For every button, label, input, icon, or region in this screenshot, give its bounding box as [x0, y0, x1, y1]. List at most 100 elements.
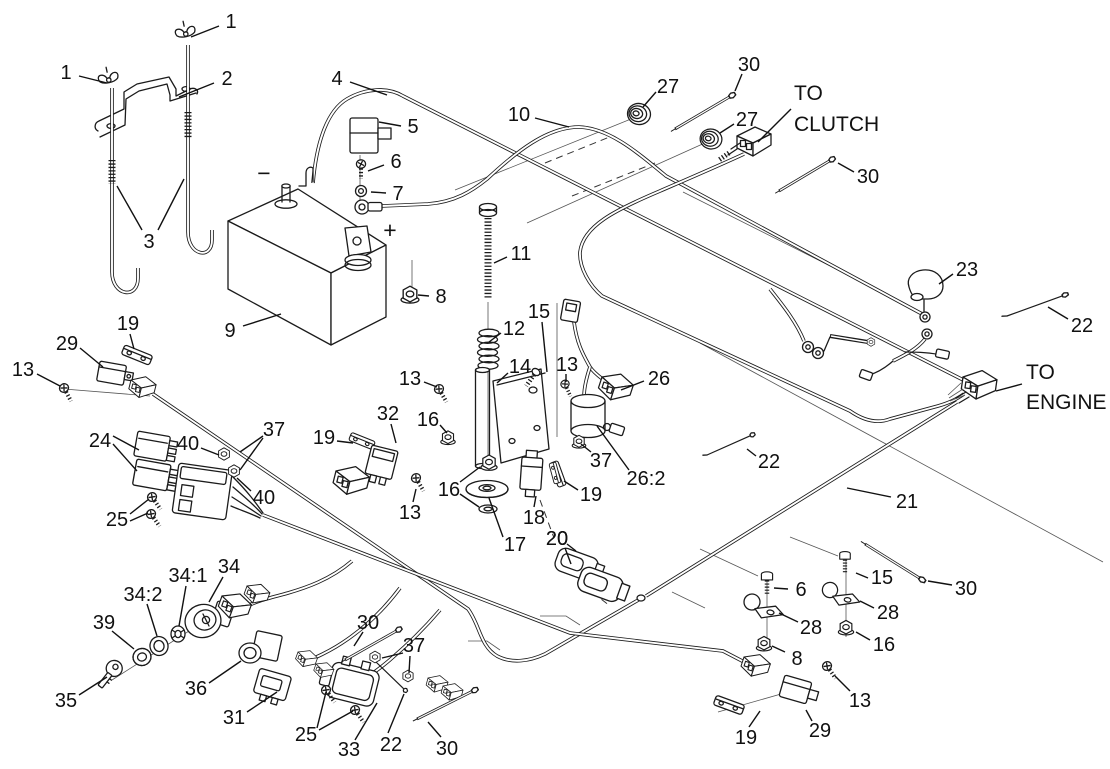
terminal-screw: [354, 157, 368, 181]
hex-bolt: [840, 552, 851, 575]
callout-leader-16: [855, 631, 871, 641]
spring: [476, 328, 500, 370]
plunger-switch: [519, 449, 544, 498]
callout-leader-13: [834, 675, 851, 692]
callout-label-26-23: 26: [648, 368, 670, 390]
callout-label-40-40: 40: [253, 487, 275, 509]
flat-washer: [149, 635, 169, 657]
callout-leader-32: [390, 423, 397, 444]
to-engine-leader: [995, 383, 1023, 392]
callout-label-10-10: 10: [508, 104, 530, 126]
callout-label-40-38: 40: [177, 433, 199, 455]
relay: [131, 458, 181, 494]
callout-leader-37: [239, 435, 264, 453]
callout-leader-18: [533, 495, 537, 508]
callout-label-13-66: 13: [849, 690, 871, 712]
engine-connector: [947, 367, 999, 404]
screw: [346, 701, 370, 727]
j-bolt: [184, 45, 214, 255]
callout-leader-37: [381, 652, 404, 659]
hex-nut: [218, 447, 230, 461]
callout-leader-40: [200, 447, 220, 456]
screw: [58, 382, 75, 403]
to-engine-label-line-1: ENGINE: [1026, 391, 1107, 414]
callout-leader-37: [239, 437, 264, 471]
battery-positive-terminal: [344, 225, 372, 272]
interlock-module: [171, 462, 233, 521]
callout-label-26:2-28: 26:2: [627, 468, 666, 490]
callout-leader-12: [488, 332, 502, 343]
callout-label-22-56: 22: [380, 734, 402, 756]
callout-label-25-41: 25: [106, 509, 128, 531]
callout-leader-13: [412, 488, 417, 503]
callout-label-30-57: 30: [436, 738, 458, 760]
callout-leader-19: [748, 710, 761, 728]
callout-label-11-17: 11: [511, 243, 532, 265]
callout-leader-29: [805, 709, 813, 722]
wing-nut: [97, 66, 120, 86]
stud-bolt: [524, 367, 541, 388]
callout-leader-33: [354, 702, 378, 741]
callout-label-22-35: 22: [758, 451, 780, 473]
callout-label-20-33: 20: [546, 528, 568, 550]
module-wire-fan: [230, 476, 264, 519]
terminal-washer: [354, 184, 368, 198]
main-harness-run: [645, 400, 958, 598]
ignition-key: [97, 659, 123, 689]
callout-leader-35: [78, 676, 108, 696]
hex-nut: [369, 650, 381, 664]
callout-label-34:2-47: 34:2: [124, 584, 163, 606]
harness-connector: [330, 461, 372, 500]
callout-leader-22: [1047, 306, 1069, 320]
terminal-symbol-layer: −+: [257, 160, 396, 243]
clutch-connector: [717, 126, 772, 163]
callout-leader-40: [236, 477, 252, 492]
to-engine-label-line-0: TO: [1026, 361, 1055, 384]
callout-label-35-49: 35: [55, 690, 77, 712]
callout-label-15-19: 15: [528, 301, 550, 323]
knurled-nut: [132, 647, 152, 667]
screw: [557, 377, 577, 400]
callout-leader-23: [938, 273, 954, 285]
callout-leader-13: [36, 373, 61, 387]
callout-leader-22: [746, 448, 757, 457]
large-washer: [465, 479, 509, 499]
callout-label-14-20: 14: [509, 356, 531, 378]
callout-label-8-61: 8: [791, 648, 802, 670]
hex-nut: [440, 430, 456, 446]
callout-leader-8: [771, 645, 786, 653]
callout-label-2-2: 2: [221, 68, 232, 90]
callout-label-13-36: 13: [399, 502, 421, 524]
callout-label-19-68: 19: [735, 727, 757, 749]
lock-ring: [170, 625, 186, 643]
callout-leader-17: [488, 497, 504, 538]
callout-label-1-1: 1: [60, 62, 71, 84]
callout-leader-6: [773, 587, 789, 590]
callout-label-1-0: 1: [225, 11, 236, 33]
callout-label-19-29: 19: [580, 484, 602, 506]
battery-polarity-symbol-0: −: [257, 160, 270, 186]
cable-tie: [772, 154, 838, 197]
callout-label-32-25: 32: [377, 403, 399, 425]
callout-label-37-39: 37: [263, 419, 285, 441]
diagram-artwork: [58, 20, 1104, 727]
callout-label-37-53: 37: [403, 635, 425, 657]
callout-label-36-50: 36: [185, 678, 207, 700]
callout-label-19-44: 19: [117, 313, 139, 335]
callout-label-30-52: 30: [357, 612, 379, 634]
callout-label-6-6: 6: [390, 151, 401, 173]
clutch-harness-loop: [578, 152, 965, 423]
callout-leader-7: [370, 191, 387, 194]
callout-label-39-48: 39: [93, 612, 115, 634]
callout-leader-27: [642, 91, 657, 108]
callout-leader-25: [318, 710, 354, 731]
callout-leader-20: [566, 543, 577, 552]
callout-leader-29: [79, 347, 104, 368]
mount-bracket: [474, 366, 550, 470]
callout-leader-26:2: [596, 425, 630, 471]
grommet: [697, 126, 725, 152]
callout-leader-1: [190, 25, 220, 38]
callout-leader-19: [129, 333, 135, 350]
callout-leader-4: [349, 81, 388, 96]
